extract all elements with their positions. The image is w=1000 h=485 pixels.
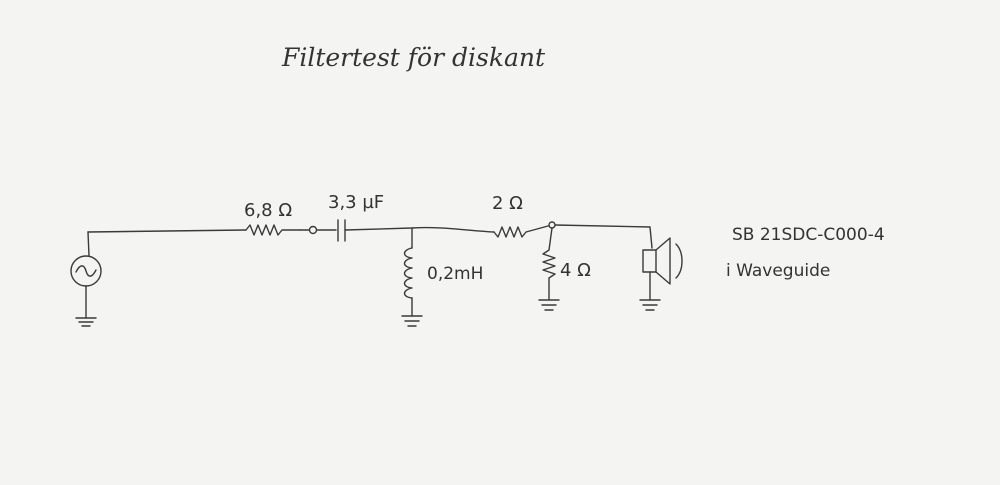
tweeter-speaker (639, 237, 683, 311)
capacitor-c1 (337, 219, 346, 242)
source-ground (75, 285, 97, 327)
r2-node (548, 221, 556, 229)
ac-source (70, 255, 102, 287)
resistor-r1 (245, 224, 301, 236)
waveguide-note: i Waveguide (726, 261, 830, 281)
top-wire-right (554, 224, 653, 249)
capacitor-c1-label: 3,3 µF (328, 192, 384, 213)
tweeter-model-note: SB 21SDC-C000-4 (732, 225, 885, 245)
resistor-r3-label: 4 Ω (560, 260, 591, 281)
schematic-title: Filtertest för diskant (281, 43, 546, 72)
junction-node (308, 225, 318, 235)
top-wire-left (87, 229, 247, 233)
resistor-r2 (493, 225, 549, 238)
resistor-r3 (538, 227, 560, 311)
resistor-r2-label: 2 Ω (492, 193, 523, 214)
top-wire-middle (344, 226, 495, 233)
inductor-l1 (401, 227, 423, 327)
source-lead (87, 231, 90, 257)
inductor-l1-label: 0,2mH (427, 264, 483, 284)
resistor-r1-label: 6,8 Ω (244, 200, 292, 221)
